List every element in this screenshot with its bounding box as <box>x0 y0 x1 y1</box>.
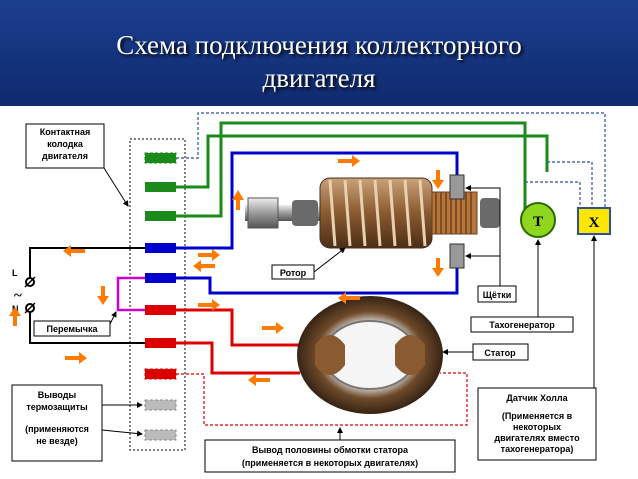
label-tachogenerator: Тахогенератор <box>470 316 574 333</box>
red-dashed-wire <box>176 372 468 426</box>
svg-text:термозащиты: термозащиты <box>26 402 88 412</box>
hall-dashed-wire-2 <box>547 161 593 210</box>
svg-text:Перемычка: Перемычка <box>47 324 99 334</box>
title-bar: Схема подключения коллекторного двигател… <box>0 0 638 106</box>
label-stator-half: Вывод половины обмотки статора (применяе… <box>204 439 456 473</box>
svg-text:некоторых: некоторых <box>513 422 561 432</box>
label-L: L <box>12 268 18 278</box>
terminal-N <box>25 303 35 313</box>
svg-text:Датчик Холла: Датчик Холла <box>506 393 568 403</box>
svg-text:колодка: колодка <box>47 139 84 149</box>
label-terminal-block: Контактная колодка двигателя <box>25 123 105 169</box>
label-thermal: Выводы термозащиты (применяются не везде… <box>11 384 103 462</box>
svg-text:двигателя: двигателя <box>42 151 88 161</box>
terminal-blue-1 <box>145 243 176 253</box>
terminal-red-1 <box>145 305 176 315</box>
title-line-2: двигателя <box>262 63 376 93</box>
svg-text:тахогенератора): тахогенератора) <box>501 444 574 454</box>
svg-text:(применяются: (применяются <box>25 424 89 434</box>
svg-text:Контактная: Контактная <box>40 127 90 137</box>
current-arrows <box>9 155 444 386</box>
ac-symbol: ~ <box>14 288 22 304</box>
terminal-thermal-2 <box>144 429 177 441</box>
svg-text:(Применяется в: (Применяется в <box>502 411 573 421</box>
terminal-block-frame <box>129 138 186 451</box>
label-hall: Датчик Холла (Применяется в некоторых дв… <box>477 387 597 461</box>
brush-top <box>449 174 465 200</box>
stator-image <box>297 296 443 414</box>
svg-text:Вывод половины обмотки статора: Вывод половины обмотки статора <box>252 445 409 455</box>
hall-letter: X <box>589 215 600 231</box>
label-rotor: Ротор <box>271 264 315 280</box>
terminal-green-dashed <box>144 152 177 164</box>
svg-text:(применяется в некоторых двига: (применяется в некоторых двигателях) <box>242 458 418 468</box>
jumper-wire <box>116 276 145 312</box>
svg-text:Статор: Статор <box>484 348 516 358</box>
svg-text:Ротор: Ротор <box>280 268 307 278</box>
blue-wire-bottom <box>176 260 459 295</box>
svg-text:Щётки: Щётки <box>483 290 512 300</box>
svg-text:не везде): не везде) <box>36 436 78 446</box>
hall-dashed-wire-3 <box>525 181 581 210</box>
hall-dashed-wire-1 <box>176 112 606 210</box>
green-wire-1 <box>176 134 549 189</box>
rotor-image <box>245 177 500 249</box>
label-stator: Статор <box>472 343 529 361</box>
terminal-red-dashed <box>144 368 177 380</box>
svg-text:Выводы: Выводы <box>38 390 77 400</box>
wire-N <box>29 312 145 344</box>
label-brushes: Щётки <box>477 285 517 303</box>
blue-wire-top <box>176 151 459 250</box>
title-line-1: Схема подключения коллекторного <box>116 30 522 60</box>
tacho-letter: T <box>533 214 543 230</box>
terminal-green-1 <box>145 182 176 192</box>
red-wire-2 <box>176 341 300 375</box>
terminal-L <box>25 277 35 287</box>
svg-text:Тахогенератор: Тахогенератор <box>489 320 555 330</box>
svg-text:двигателях вместо: двигателях вместо <box>494 433 580 443</box>
label-jumper: Перемычка <box>33 320 111 337</box>
wire-L <box>29 247 145 278</box>
terminal-thermal-1 <box>144 399 177 411</box>
terminal-red-2 <box>145 338 176 348</box>
tachogenerator-symbol <box>520 202 556 238</box>
brush-bottom <box>449 243 465 269</box>
red-wire-1 <box>176 308 300 347</box>
green-wire-2 <box>176 121 527 218</box>
terminal-blue-2 <box>145 273 176 283</box>
hall-sensor-symbol <box>577 207 611 235</box>
terminal-green-2 <box>145 211 176 221</box>
